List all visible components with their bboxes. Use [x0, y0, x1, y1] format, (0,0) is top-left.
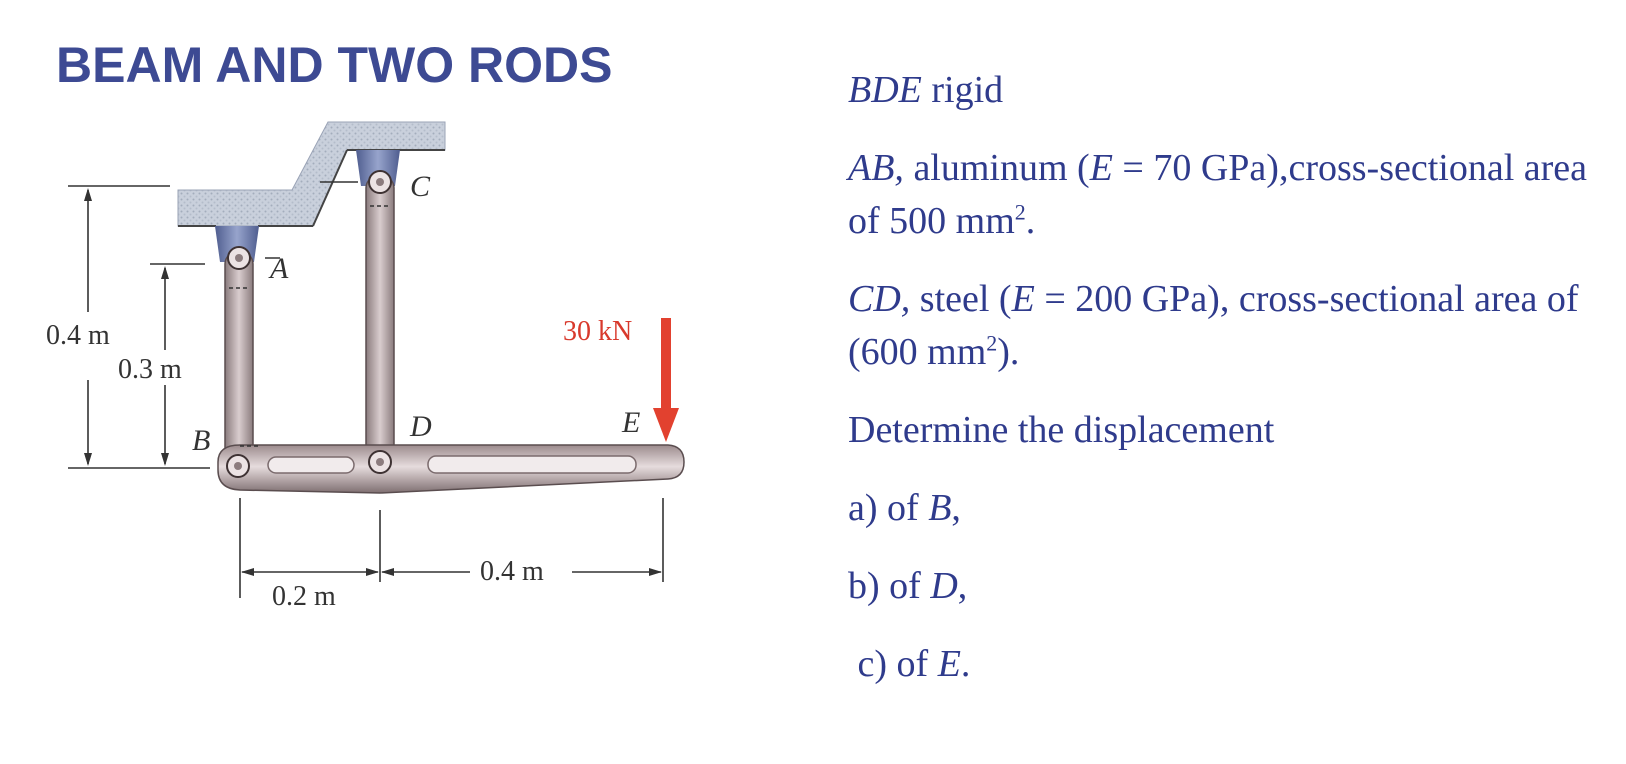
- load-arrow: [653, 318, 679, 442]
- dim-horizontal: [239, 498, 664, 598]
- beam-slot-2: [427, 455, 637, 474]
- part-c: c) of E.: [848, 638, 1608, 691]
- beam-slot-1: [267, 456, 355, 474]
- rod-ab: [224, 251, 254, 463]
- ab-end: .: [1025, 200, 1036, 242]
- ab-sup: 2: [1014, 199, 1026, 225]
- part-b-var: D: [930, 565, 958, 607]
- line-ab-aluminum: AB, aluminum (E = 70 GPa),cross-sectiona…: [848, 142, 1608, 248]
- part-c-suffix: .: [960, 643, 971, 685]
- part-a: a) of B,: [848, 482, 1608, 535]
- cd-desc-a: steel (: [910, 278, 1012, 320]
- cd-end: ).: [997, 331, 1020, 373]
- cd-text: CD,: [848, 278, 911, 320]
- label-e: E: [621, 406, 640, 439]
- rigid-text: rigid: [921, 69, 1004, 111]
- label-a: A: [268, 252, 289, 285]
- slide-title: BEAM AND TWO RODS: [56, 37, 613, 93]
- dim-0-3m-vertical: [150, 263, 205, 466]
- label-d: D: [409, 410, 432, 443]
- cd-desc-b: = 200 GPa), cross-sectional area of (600…: [848, 278, 1579, 373]
- dim-label-0-4m: 0.4 m: [46, 320, 110, 351]
- line-determine: Determine the displacement: [848, 409, 1275, 451]
- rod-cd: [365, 175, 395, 465]
- load-label: 30 kN: [563, 316, 632, 347]
- label-b: B: [192, 424, 210, 457]
- dim-0-4m-vertical: [68, 185, 210, 469]
- line-cd-steel: CD, steel (E = 200 GPa), cross-sectional…: [848, 273, 1608, 379]
- ab-desc-a: aluminum (: [903, 147, 1090, 189]
- ab-text: AB,: [848, 147, 904, 189]
- beam-rod-diagram: 0.4 m 0.3 m 0.2 m 0.4 m 30 kN A B C D E: [46, 121, 685, 612]
- ab-e-symbol: E: [1089, 147, 1113, 189]
- pin-a: [227, 246, 251, 270]
- dim-label-0-2m: 0.2 m: [272, 581, 336, 612]
- part-b: b) of D,: [848, 560, 1608, 613]
- pin-b: [226, 454, 250, 478]
- part-a-suffix: ,: [951, 487, 961, 529]
- ab-desc-b: = 70 GPa),cross-sectional area of 500 mm: [848, 147, 1588, 242]
- dim-label-0-3m: 0.3 m: [118, 354, 182, 385]
- ground-support: [177, 121, 446, 227]
- part-a-prefix: a) of: [848, 487, 929, 529]
- line-bde-rigid: BDE rigid: [848, 64, 1608, 117]
- part-b-suffix: ,: [957, 565, 968, 607]
- part-c-prefix: c) of: [848, 643, 938, 685]
- cd-e-symbol: E: [1011, 278, 1035, 320]
- dim-label-0-4m-horizontal: 0.4 m: [480, 556, 544, 587]
- part-c-var: E: [937, 643, 961, 685]
- part-a-var: B: [928, 487, 952, 529]
- label-c: C: [410, 170, 431, 203]
- pin-c: [368, 170, 392, 194]
- problem-statement: BDE rigid AB, aluminum (E = 70 GPa),cros…: [848, 64, 1608, 716]
- pin-d: [368, 450, 392, 474]
- bde-text: BDE: [848, 69, 922, 111]
- cd-sup: 2: [986, 330, 998, 356]
- part-b-prefix: b) of: [848, 565, 931, 607]
